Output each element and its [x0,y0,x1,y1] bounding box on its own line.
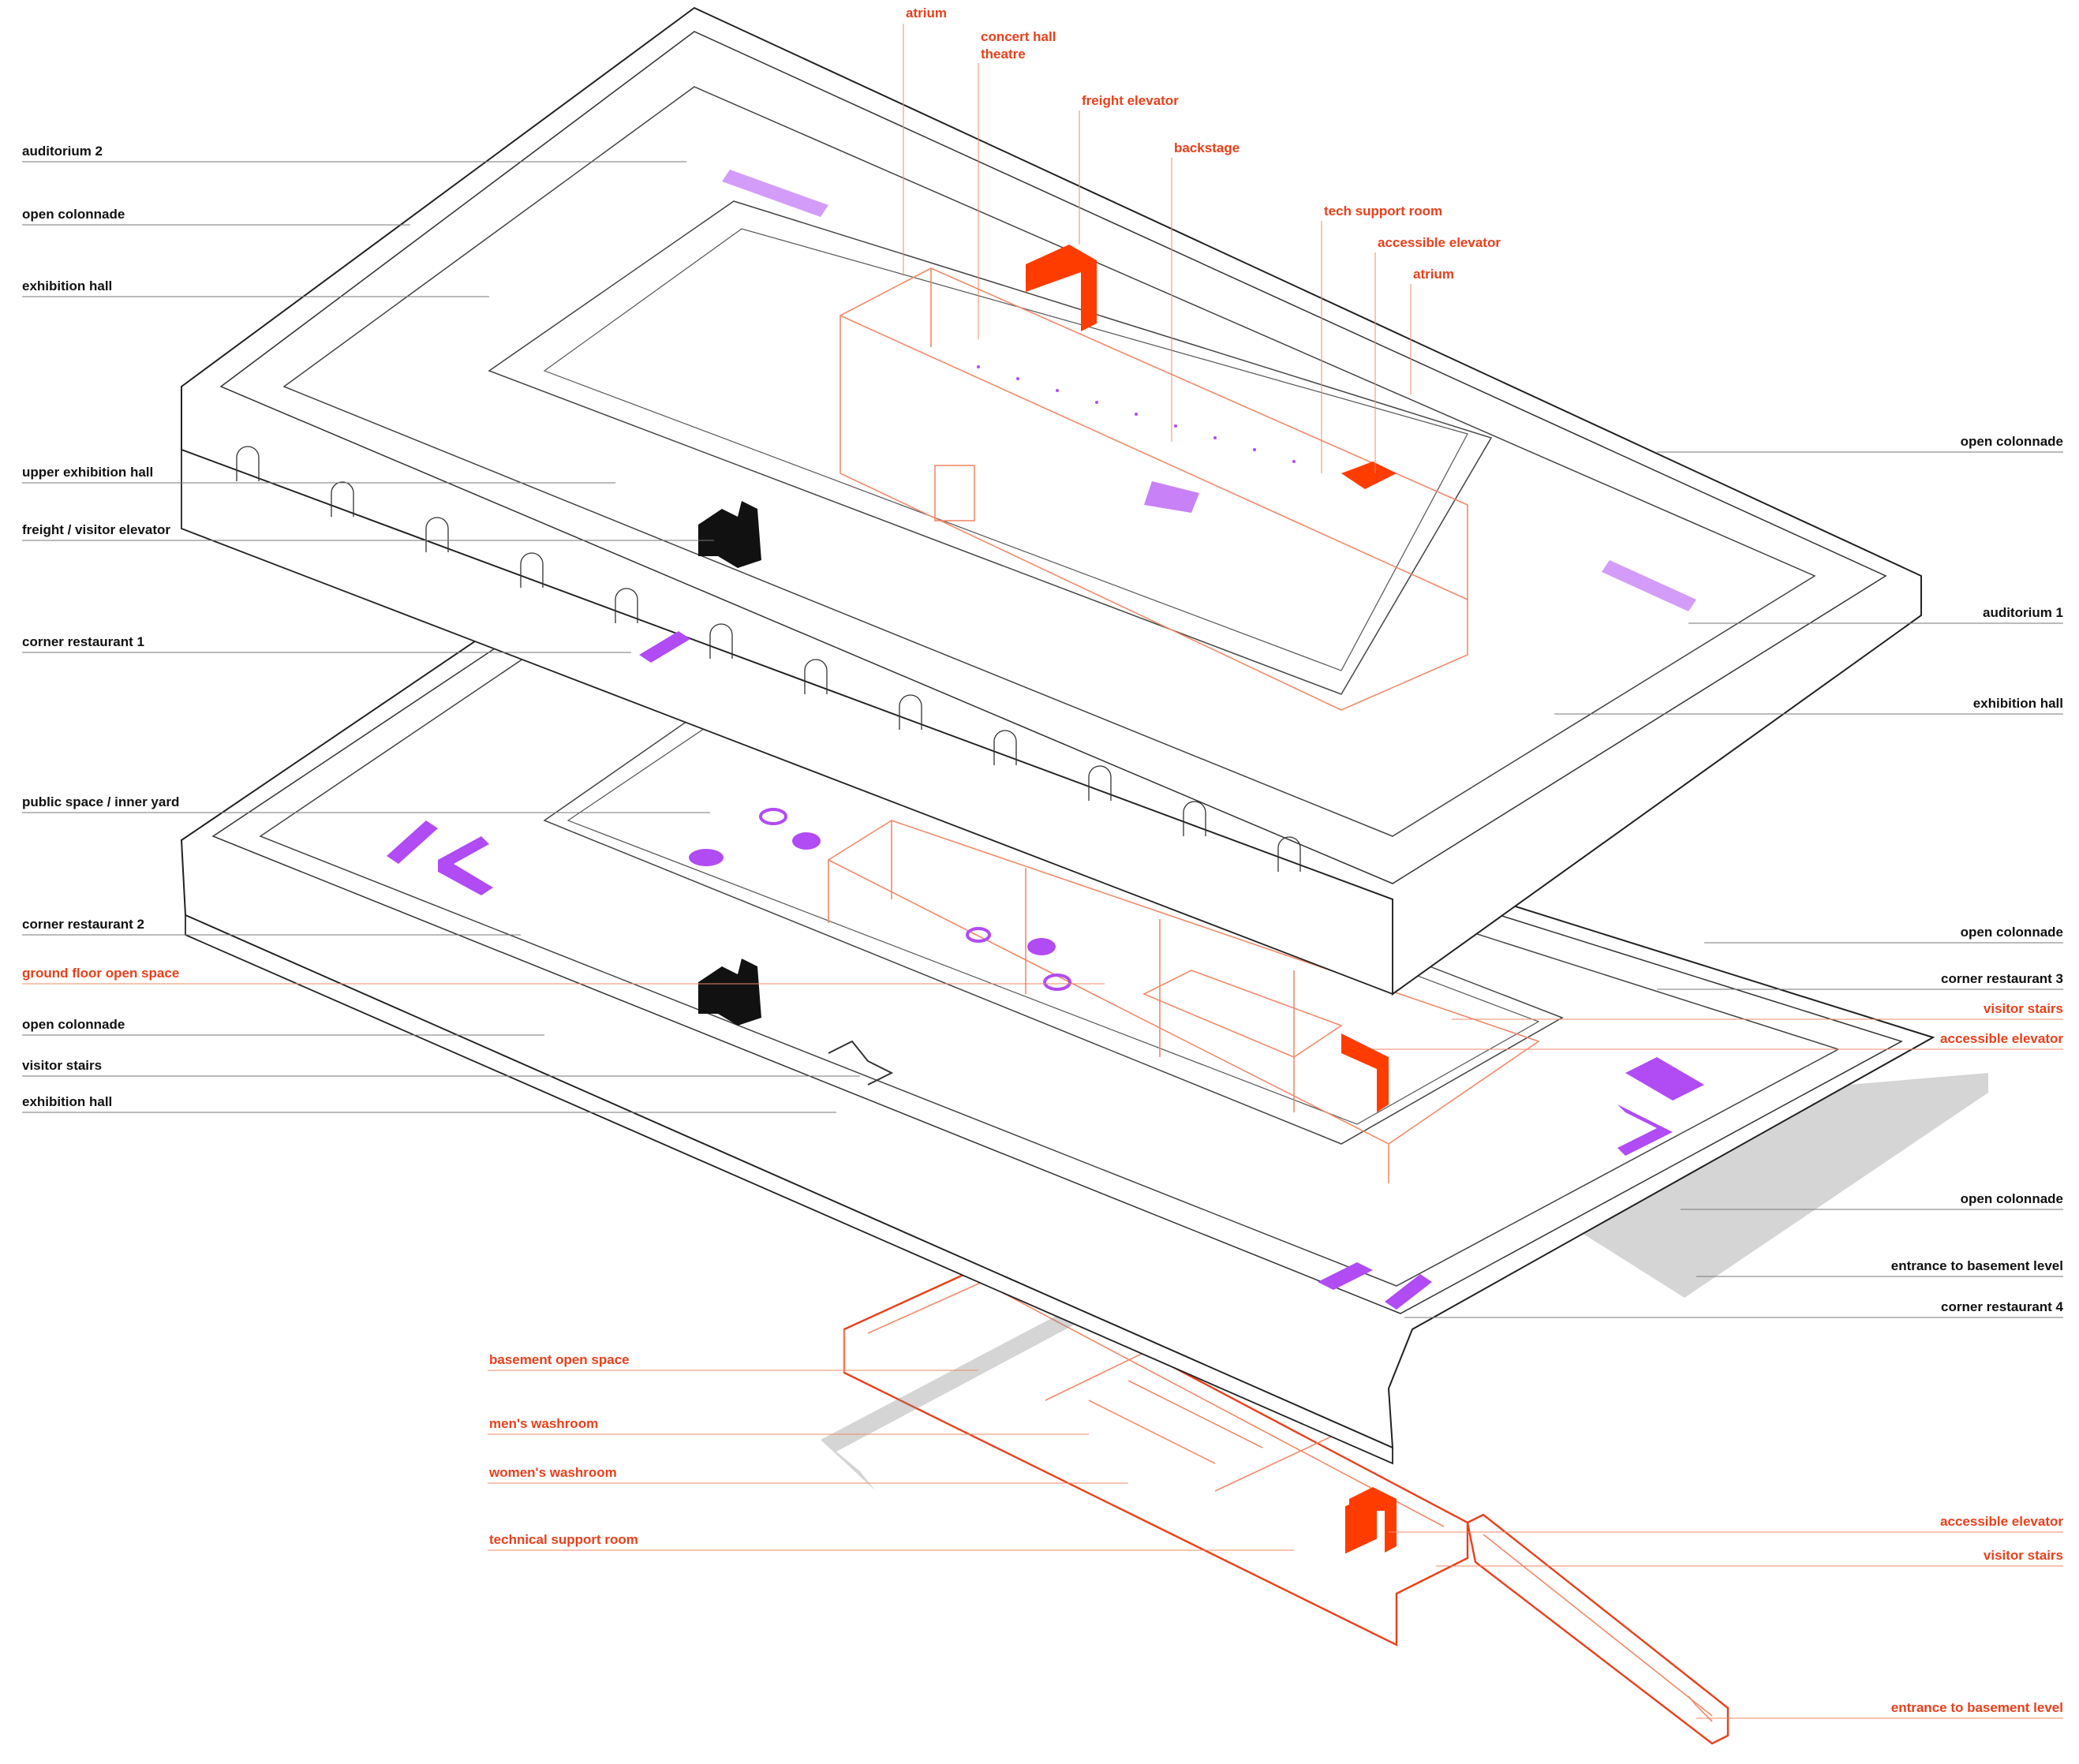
auditorium-2-seating [722,170,828,217]
ground-stairs-icon [828,1040,894,1086]
label-corner-restaurant-3: corner restaurant 3 [1941,971,2063,986]
upper-accessible-elevator-icon [1341,462,1397,489]
label-auditorium-2: auditorium 2 [22,144,103,159]
basement-level [843,1265,1729,1745]
concert-hall-door [934,465,975,521]
label-open-colonnade: open colonnade [1961,925,2063,940]
restaurant-counter-icon [1385,1274,1432,1310]
labels-left-upper: auditorium 2 open colonnade exhibition h… [22,144,170,649]
label-technical-support-room: technical support room [489,1532,638,1547]
ramp-steps [1688,1695,1713,1722]
upper-court-floor [543,228,1468,671]
basement-entrance-ramp [1466,1513,1729,1745]
label-open-colonnade: open colonnade [1961,1191,2063,1206]
restaurant-counter-icon [387,820,438,864]
ground-open-space-frame [827,820,1540,1145]
table-icon [792,832,821,850]
table-icon [689,849,724,866]
label-entrance-basement: entrance to basement level [1891,1258,2063,1273]
leader-lines [22,24,2063,1719]
plinth-shadow [821,1073,1988,1491]
label-freight-elevator: freight elevator [1082,93,1179,108]
inner-yard-floor [566,713,1540,1125]
restaurant-counter-icon [1318,1262,1373,1290]
label-atrium: atrium [906,6,947,21]
ground-floor-level [180,598,1988,1491]
label-entrance-basement: entrance to basement level [1891,1700,2063,1715]
label-public-space: public space / inner yard [22,794,179,809]
auditorium-1-seating [1602,560,1696,611]
ground-accessible-elevator-icon [1341,1033,1389,1112]
table-icon [759,808,787,825]
label-open-colonnade: open colonnade [1961,434,2063,449]
label-visitor-stairs: visitor stairs [1984,1001,2063,1016]
label-accessible-elevator: accessible elevator [1378,235,1501,250]
label-auditorium-1: auditorium 1 [1983,605,2063,620]
ground-front-face [185,914,1393,1465]
label-accessible-elevator: accessible elevator [1940,1514,2063,1529]
ramp-edge [1483,1534,1713,1717]
restaurant-counter-icon [438,836,493,895]
label-open-colonnade: open colonnade [22,207,125,222]
label-exhibition-hall: exhibition hall [22,278,112,293]
table-icon [1027,938,1056,955]
label-corner-restaurant-4: corner restaurant 4 [1941,1299,2063,1314]
label-open-colonnade: open colonnade [22,1017,125,1032]
label-corner-restaurant-2: corner restaurant 2 [22,917,144,932]
label-freight-visitor-elevator: freight / visitor elevator [22,522,170,537]
label-exhibition-hall: exhibition hall [1973,696,2063,711]
restaurant-counter-icon [639,631,690,663]
basement-elevator-icon-solid [1349,1487,1397,1553]
label-exhibition-hall: exhibition hall [22,1094,112,1109]
label-backstage: backstage [1174,140,1240,155]
label-ground-floor-open-space: ground floor open space [22,966,179,981]
concert-hall-roofline [839,315,1468,600]
label-upper-exhibition-hall: upper exhibition hall [22,465,153,480]
restaurant-counter-icon [1625,1057,1704,1101]
labels-left-lower: public space / inner yard corner restaur… [22,794,179,1109]
label-womens-washroom: women's washroom [488,1465,617,1480]
label-atrium: atrium [1413,267,1454,282]
label-visitor-stairs: visitor stairs [22,1058,102,1073]
washroom-divider [1127,1380,1263,1448]
table-icon [966,927,991,943]
audience-seats [977,365,1296,463]
label-visitor-stairs: visitor stairs [1984,1548,2063,1563]
upper-floor-level [181,6,1922,996]
label-tech-support-room: tech support room [1324,204,1442,219]
ground-freight-elevator-icon [698,959,761,1026]
labels-top: atrium concert hall theatre freight elev… [906,6,1501,282]
table-icon [1043,974,1071,991]
labels-right: open colonnade auditorium 1 exhibition h… [1891,434,2064,1314]
restaurant-counter-icon [1617,1104,1673,1156]
upper-front-face [181,448,1393,996]
red-stair-block [1142,970,1343,1058]
label-mens-washroom: men's washroom [489,1416,598,1431]
label-accessible-elevator: accessible elevator [1940,1031,2063,1046]
labels-basement-left: basement open space men's washroom women… [488,1352,638,1547]
washroom-divider [1088,1400,1216,1464]
stage-seating [1144,481,1199,513]
freight-elevator-icon [1026,245,1097,331]
upper-freight-elevator-icon [698,501,761,568]
label-corner-restaurant-1: corner restaurant 1 [22,634,144,649]
label-theatre: theatre [981,47,1026,62]
label-concert-hall: concert hall [981,29,1056,44]
labels-basement-right: accessible elevator visitor stairs entra… [1891,1514,2064,1715]
upper-front-arches [236,446,1301,872]
label-basement-open-space: basement open space [489,1352,630,1367]
